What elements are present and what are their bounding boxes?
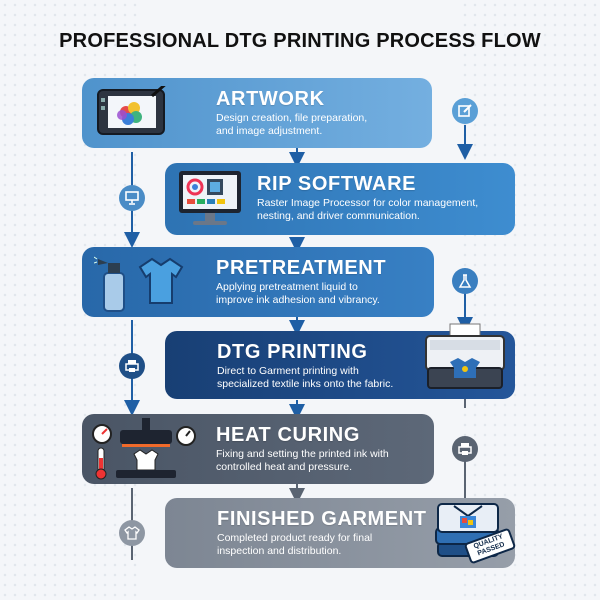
computer-monitor-icon (177, 169, 245, 234)
tshirt-icon (138, 257, 184, 310)
step-name: HEAT CURING (216, 424, 361, 446)
dtg-printer-icon (420, 322, 510, 399)
printer-icon (452, 436, 478, 462)
step-heat-curing: HEAT CURING Fixing and setting the print… (82, 414, 434, 484)
step-desc: Raster Image Processor for color managem… (257, 197, 479, 222)
tshirt-icon (119, 520, 145, 546)
step-name: RIP SOFTWARE (257, 173, 417, 195)
step-name: DTG PRINTING (217, 341, 368, 363)
edit-icon (452, 98, 478, 124)
step-name: FINISHED GARMENT (217, 508, 427, 530)
monitor-icon (119, 185, 145, 211)
step-name: ARTWORK (216, 88, 325, 110)
step-desc: Design creation, file preparation,and im… (216, 112, 368, 137)
spray-bottle-icon (93, 253, 134, 317)
step-pretreatment: PRETREATMENT Applying pretreatment liqui… (82, 247, 434, 317)
drawing-tablet-icon (96, 80, 170, 143)
step-rip-software: RIP SOFTWARE Raster Image Processor for … (165, 163, 515, 235)
page-title: PROFESSIONAL DTG PRINTING PROCESS FLOW (59, 30, 541, 52)
printer-icon (119, 353, 145, 379)
heat-press-icon (90, 416, 200, 484)
step-artwork: ARTWORK Design creation, file preparatio… (82, 78, 432, 148)
flask-icon (452, 268, 478, 294)
step-name: PRETREATMENT (216, 257, 387, 279)
